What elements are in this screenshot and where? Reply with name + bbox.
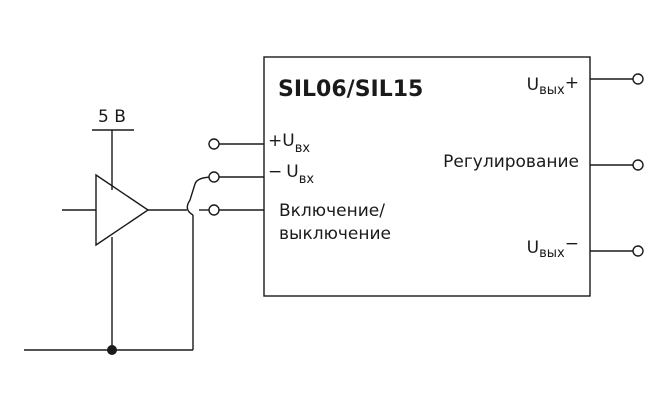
terminal-minus-uvx — [208, 171, 220, 183]
terminal-uvyx-minus — [632, 245, 644, 257]
plus-sign: + — [565, 73, 579, 93]
vyx-subscript: вых — [539, 246, 565, 261]
u-letter: U — [282, 131, 294, 151]
label-onoff-line1: Включение/ — [279, 201, 385, 221]
label-uvyx-minus: Uвых− — [527, 234, 579, 261]
terminal-plus-uvx — [208, 138, 220, 150]
u-letter: U — [286, 162, 298, 182]
supply-label: 5 В — [98, 107, 126, 127]
minus-sign: − — [268, 162, 282, 182]
vx-subscript: вх — [295, 141, 311, 156]
terminal-uvyx-plus — [632, 73, 644, 85]
buffer-amplifier — [95, 173, 150, 247]
label-plus-uvx: +Uвх — [268, 131, 310, 156]
terminal-regulation — [632, 159, 644, 171]
u-letter: U — [527, 238, 539, 258]
label-uvyx-plus: Uвых+ — [527, 73, 579, 98]
label-minus-uvx: −Uвх — [268, 162, 314, 187]
vyx-subscript: вых — [539, 83, 565, 98]
crossover-hop — [186, 176, 215, 216]
terminal-onoff — [208, 204, 220, 216]
junction-dot — [107, 345, 117, 355]
u-letter: U — [527, 75, 539, 95]
module-title: SIL06/SIL15 — [278, 77, 423, 102]
label-regulation: Регулирование — [443, 152, 579, 172]
vx-subscript: вх — [299, 172, 315, 187]
plus-sign: + — [268, 131, 282, 151]
minus-sign: − — [565, 234, 579, 254]
label-onoff-line2: выключение — [279, 224, 391, 244]
